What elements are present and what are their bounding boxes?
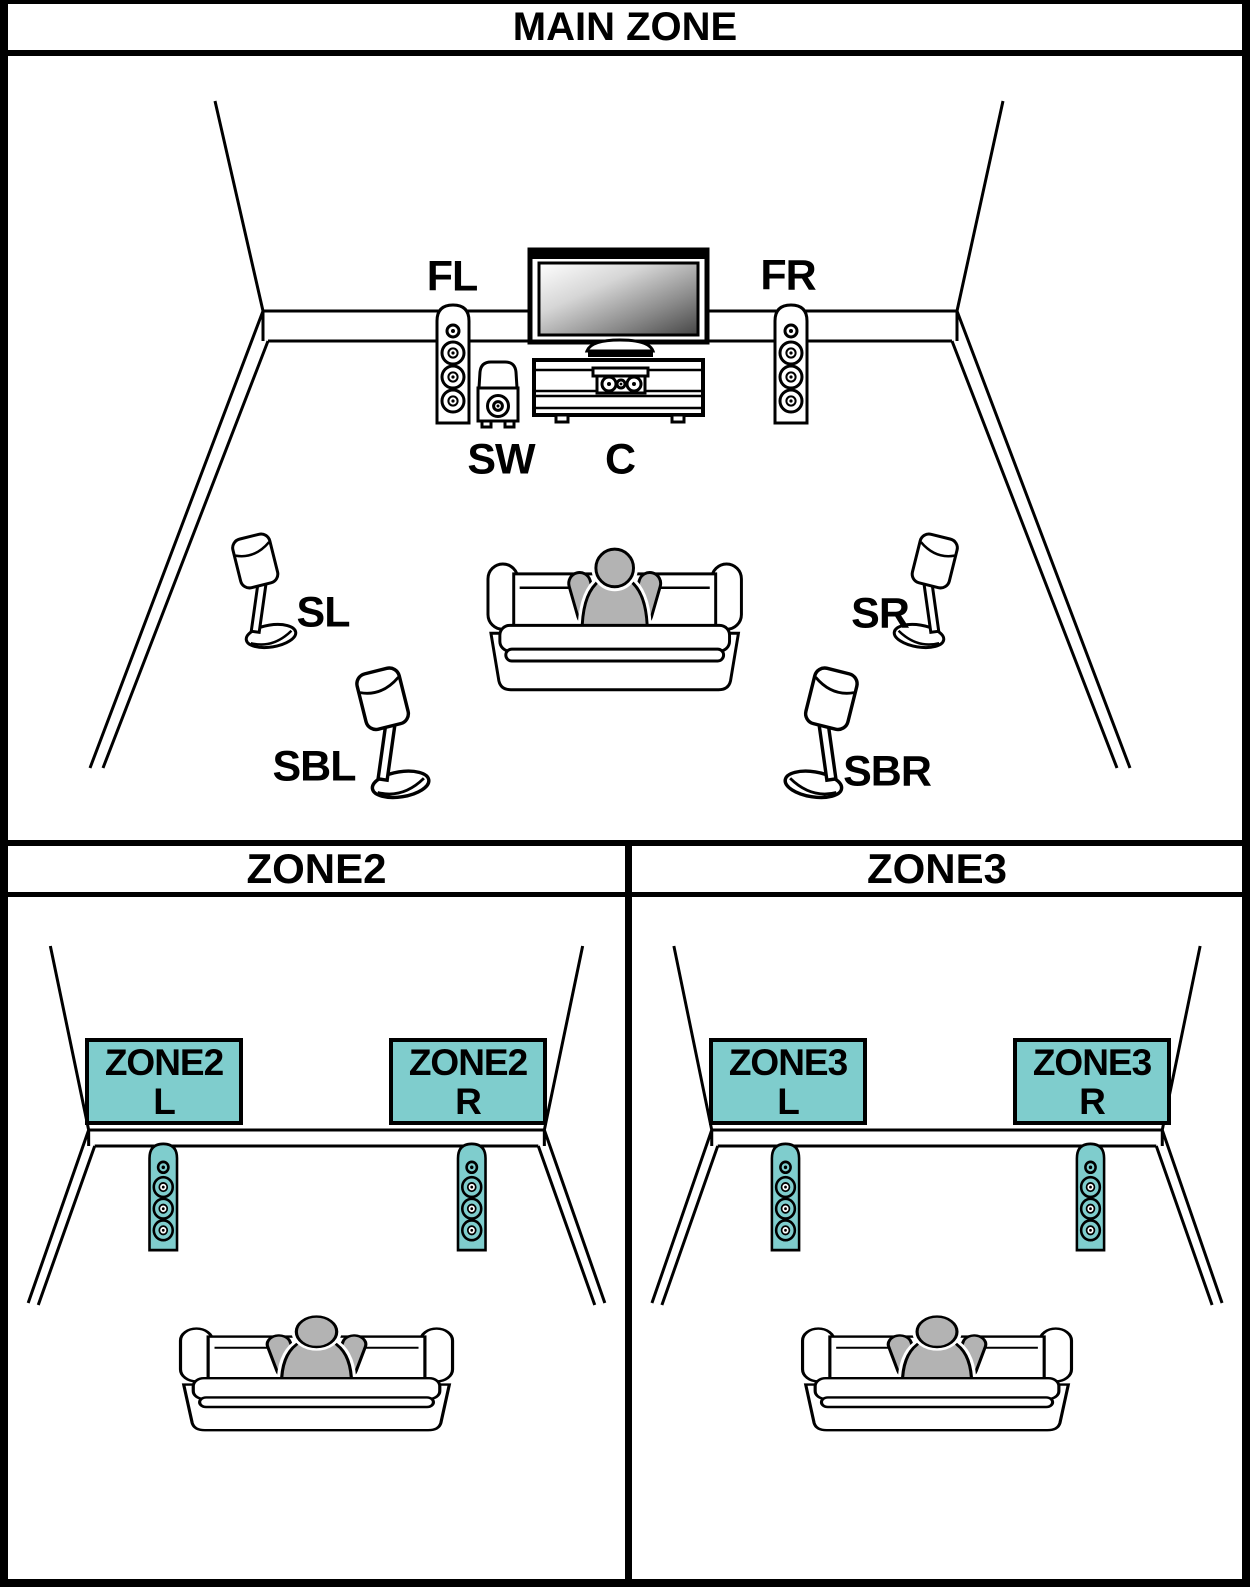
sl-speaker-icon — [229, 530, 299, 653]
zone3-title: ZONE3 — [866, 845, 1008, 892]
zone2-sofa-icon — [181, 1317, 453, 1431]
sbl-label: SBL — [272, 742, 357, 791]
center-speaker-icon — [591, 366, 650, 395]
main-sofa-icon — [488, 549, 741, 690]
zone3-left-output-box: ZONE3 L — [709, 1038, 867, 1125]
zone2-right-speaker-icon — [456, 1142, 487, 1252]
zone3-room-walls — [650, 945, 1224, 1306]
zone3-right-line2: R — [1079, 1081, 1106, 1122]
zone2-header: ZONE2 — [8, 845, 632, 892]
fl-label: FL — [426, 252, 479, 301]
zone2-right-line2: R — [455, 1081, 482, 1122]
fr-label: FR — [760, 251, 816, 300]
zone2-room-walls — [26, 945, 607, 1306]
sr-label: SR — [851, 589, 910, 638]
zone2-right-output-box: ZONE2 R — [389, 1038, 547, 1125]
main-zone-room-illustration — [88, 100, 1132, 803]
tv-cabinet-icon — [532, 358, 705, 424]
zone3-sofa-icon — [803, 1317, 1072, 1431]
zone3-header: ZONE3 — [632, 845, 1242, 892]
fr-speaker-icon — [773, 303, 809, 425]
zone3-room-illustration — [650, 945, 1224, 1579]
zone3-left-line1: ZONE3 — [728, 1042, 848, 1083]
zone3-left-line2: L — [777, 1081, 800, 1122]
c-label: C — [604, 435, 636, 484]
subwoofer-icon — [476, 360, 520, 429]
zone2-left-line1: ZONE2 — [104, 1042, 224, 1083]
zone2-room-illustration — [26, 945, 607, 1579]
main-zone-title: MAIN ZONE — [512, 4, 738, 49]
fl-speaker-icon — [435, 303, 471, 425]
zone2-panel: ZONE2 L ZONE2 R — [8, 897, 632, 1579]
main-zone-header: MAIN ZONE — [8, 4, 1242, 56]
zone3-right-output-box: ZONE3 R — [1013, 1038, 1171, 1125]
sl-label: SL — [296, 588, 351, 637]
sbl-speaker-icon — [353, 664, 433, 803]
zone-panels: ZONE2 L ZONE2 R ZONE3 L ZONE3 — [8, 897, 1242, 1579]
tv-icon — [527, 247, 710, 357]
zone2-left-speaker-icon — [148, 1142, 179, 1252]
zone-headers: ZONE2 ZONE3 — [8, 845, 1242, 897]
sbr-label: SBR — [843, 747, 932, 796]
zone3-panel: ZONE3 L ZONE3 R — [632, 897, 1242, 1579]
sw-label: SW — [467, 435, 535, 484]
main-zone-panel: FL FR SW C SL SR SBL SBR — [8, 56, 1242, 846]
zone2-left-output-box: ZONE2 L — [85, 1038, 243, 1125]
zone2-right-line1: ZONE2 — [408, 1042, 528, 1083]
zone2-title: ZONE2 — [246, 845, 387, 892]
zone3-right-line1: ZONE3 — [1032, 1042, 1152, 1083]
zone3-right-speaker-icon — [1075, 1142, 1106, 1252]
zone2-left-line2: L — [153, 1081, 176, 1122]
zone3-left-speaker-icon — [770, 1142, 801, 1252]
